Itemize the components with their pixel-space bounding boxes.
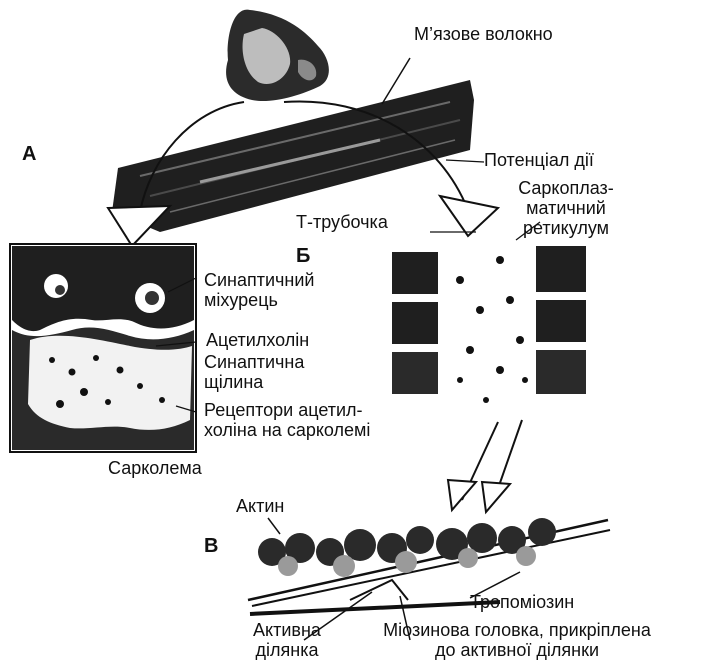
label-sarcoplasmic-line2: матичний bbox=[498, 198, 634, 218]
label-muscle-fiber: М’язове волокно bbox=[414, 24, 553, 44]
marker-c: В bbox=[204, 536, 218, 556]
label-tropomyosin: Тропоміозин bbox=[470, 592, 574, 612]
label-synaptic-cleft: Синаптична щілина bbox=[204, 352, 304, 392]
label-synaptic-vesicle: Синаптичний міхурець bbox=[204, 270, 314, 310]
label-active-site-line2: ділянка bbox=[232, 640, 342, 660]
label-myosin-head-line1: Міозинова головка, прикріплена bbox=[342, 620, 692, 640]
label-active-site-line1: Активна bbox=[232, 620, 342, 640]
label-synaptic-vesicle-line1: Синаптичний bbox=[204, 270, 314, 290]
label-sarcoplasmic-reticulum: Саркоплаз- матичний ретикулум bbox=[498, 178, 634, 238]
marker-a: А bbox=[22, 144, 36, 164]
label-acetylcholine: Ацетилхолін bbox=[206, 330, 309, 350]
label-synaptic-vesicle-line2: міхурець bbox=[204, 290, 314, 310]
label-myosin-head: Міозинова головка, прикріплена до активн… bbox=[342, 620, 692, 660]
label-receptors: Рецептори ацетил- холіна на сарколемі bbox=[204, 400, 370, 440]
label-action-potential: Потенціал дії bbox=[484, 150, 594, 170]
label-synaptic-cleft-line2: щілина bbox=[204, 372, 304, 392]
label-receptors-line2: холіна на сарколемі bbox=[204, 420, 370, 440]
synapse-panel bbox=[10, 244, 196, 452]
label-actin: Актин bbox=[236, 496, 284, 516]
label-t-tubule: Т-трубочка bbox=[296, 212, 388, 232]
arrow-head-right bbox=[440, 196, 498, 236]
sarcoplasmic-panel bbox=[392, 246, 586, 512]
label-receptors-line1: Рецептори ацетил- bbox=[204, 400, 370, 420]
label-synaptic-cleft-line1: Синаптична bbox=[204, 352, 304, 372]
nerve-terminal bbox=[226, 10, 329, 101]
label-active-site: Активна ділянка bbox=[232, 620, 342, 660]
marker-b: Б bbox=[296, 246, 310, 266]
label-sarcoplasmic-line1: Саркоплаз- bbox=[498, 178, 634, 198]
label-myosin-head-line2: до активної ділянки bbox=[342, 640, 692, 660]
label-sarcolemma: Сарколема bbox=[108, 458, 202, 478]
label-sarcoplasmic-line3: ретикулум bbox=[498, 218, 634, 238]
